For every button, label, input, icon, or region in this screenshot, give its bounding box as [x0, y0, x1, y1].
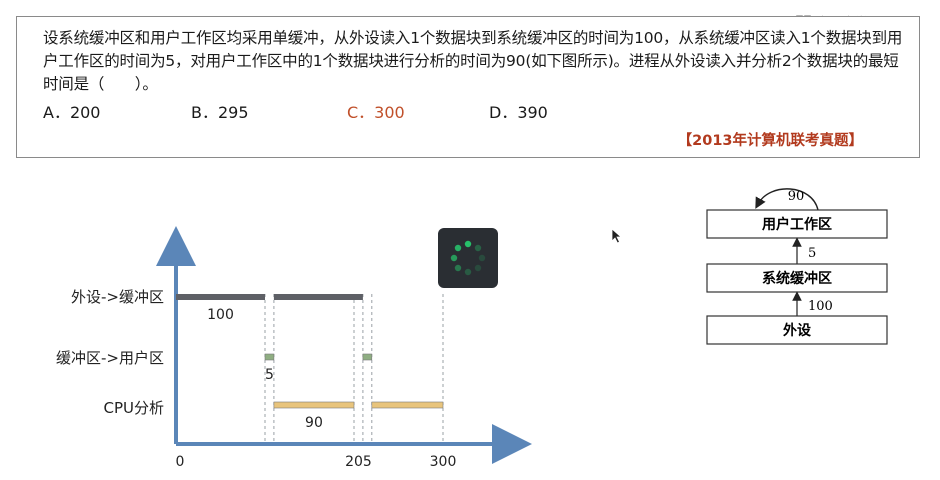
timeline-bar: [273, 401, 355, 409]
option-b[interactable]: B．295: [191, 103, 249, 122]
timeline-bar: [371, 401, 444, 409]
timeline-row-label: CPU分析: [104, 399, 165, 417]
timeline-bar: [176, 294, 265, 300]
timeline-row-label: 外设->缓冲区: [71, 288, 164, 306]
box-device-label: 外设: [783, 322, 812, 339]
timeline-bar: [264, 353, 275, 361]
buffer-flow-diagram: 90 用户工作区 5 系统缓冲区 100 外设: [706, 188, 888, 345]
option-a[interactable]: A．200: [43, 103, 101, 122]
arrow-5-label: 5: [808, 246, 816, 261]
timeline-tick-label: 300: [430, 454, 457, 470]
arrow-100-label: 100: [808, 299, 833, 314]
timeline-duration-label: 5: [265, 367, 274, 383]
timeline-duration-label: 90: [305, 415, 323, 431]
timeline-bar: [273, 294, 363, 300]
timeline-tick-label: 0: [176, 454, 185, 470]
mouse-cursor-icon: [611, 228, 623, 244]
box-user-area-label: 用户工作区: [762, 216, 832, 233]
box-system-buffer-label: 系统缓冲区: [762, 270, 832, 287]
option-c[interactable]: C．300: [347, 103, 405, 122]
timeline-row-label: 缓冲区->用户区: [56, 349, 164, 367]
exam-source: 【2013年计算机联考真题】: [677, 133, 863, 149]
loop-arrow: [755, 188, 819, 211]
timeline-tick-label: 205: [345, 454, 372, 470]
loop-label: 90: [788, 189, 805, 204]
box-user-area: [706, 209, 888, 239]
timeline-duration-label: 100: [207, 307, 234, 323]
timeline-bar: [362, 353, 373, 361]
question-text: 设系统缓冲区和用户工作区均采用单缓冲，从外设读入1个数据块到系统缓冲区的时间为1…: [43, 29, 903, 93]
loading-spinner-icon: [438, 228, 498, 288]
question-box: 设系统缓冲区和用户工作区均采用单缓冲，从外设读入1个数据块到系统缓冲区的时间为1…: [16, 16, 920, 158]
box-device: [706, 315, 888, 345]
option-d[interactable]: D．390: [489, 103, 548, 122]
